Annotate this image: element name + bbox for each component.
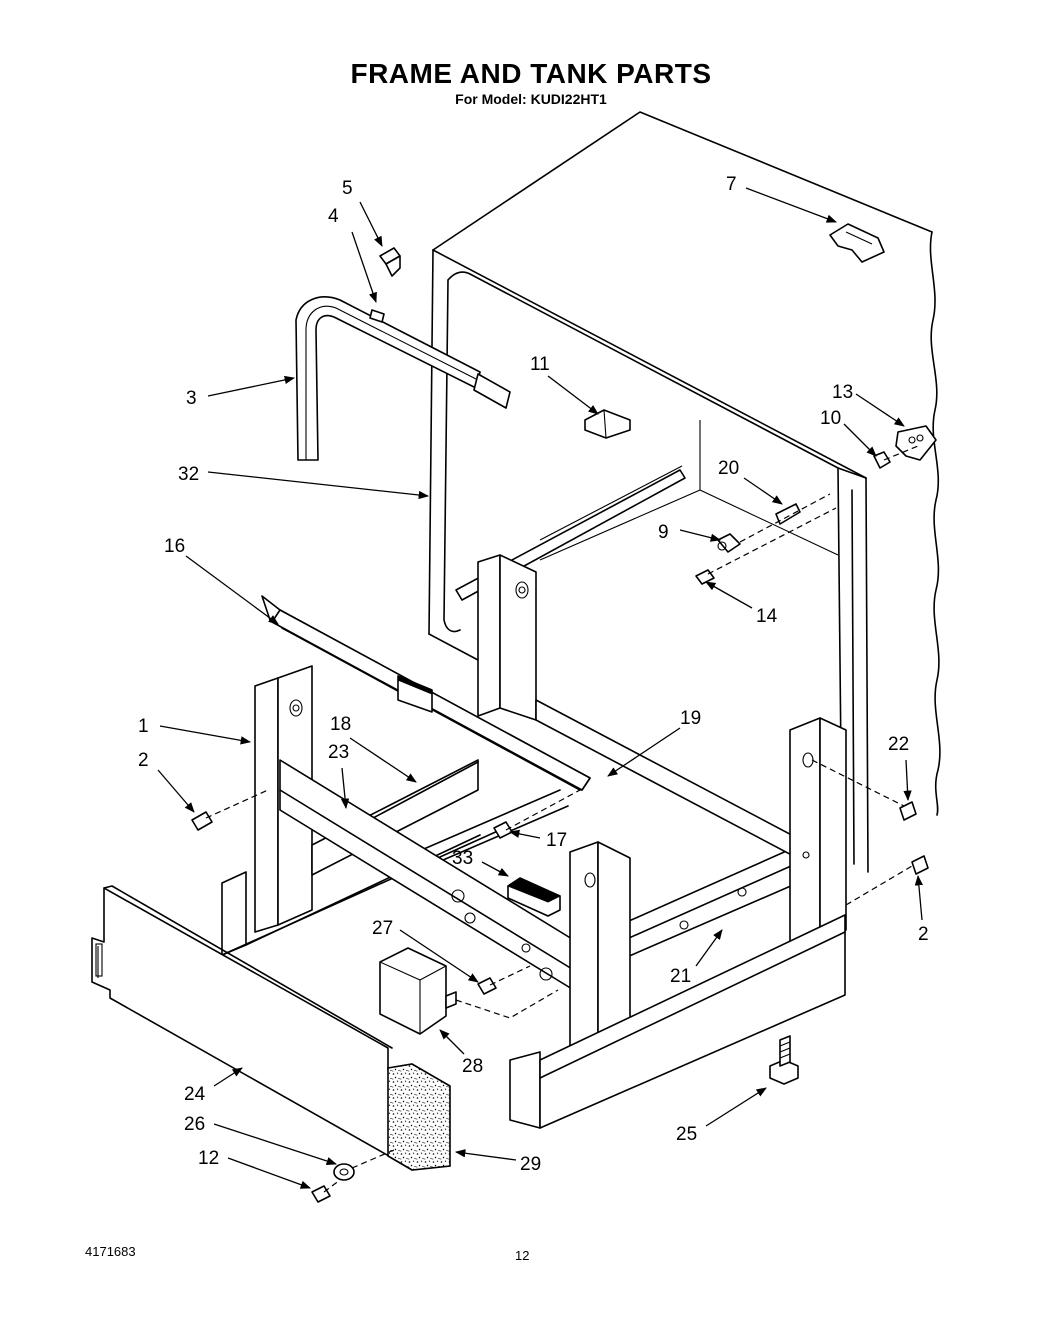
callout-19: 19 [680, 708, 701, 729]
callout-20: 20 [718, 458, 739, 479]
part-2-screw-right [911, 855, 929, 875]
tank-outline [428, 111, 941, 873]
callout-11: 11 [530, 354, 550, 375]
callout-5: 5 [342, 178, 353, 199]
part-13-bracket [895, 425, 937, 461]
model-subtitle: For Model: KUDI22HT1 [455, 91, 607, 107]
callout-18: 18 [330, 714, 351, 735]
callout-17: 17 [546, 830, 567, 851]
callout-3: 3 [186, 388, 197, 409]
callout-24: 24 [184, 1084, 206, 1105]
callout-33: 33 [452, 848, 473, 869]
part-10-nut [873, 451, 891, 469]
part-33-block [506, 877, 562, 917]
part-22-screw [899, 801, 917, 821]
page-title: FRAME AND TANK PARTS [350, 58, 712, 89]
callout-2-right: 2 [918, 924, 929, 945]
frame-rear-post [477, 554, 537, 721]
alignment-lines [205, 445, 919, 1193]
part-17-screw [493, 821, 513, 839]
part-26-washer [333, 1163, 355, 1181]
callout-22: 22 [888, 734, 909, 755]
callout-26: 26 [184, 1114, 205, 1135]
part-3-tubing [295, 296, 511, 461]
part-9-fastener [717, 533, 741, 553]
part-5-screw [379, 247, 401, 277]
part-27-screw [477, 977, 497, 995]
part-25-leveling-leg [769, 1035, 799, 1085]
callout-labels: 1 2 2 3 4 5 7 9 10 11 12 13 14 16 17 18 … [138, 174, 929, 1175]
callout-10: 10 [820, 408, 841, 429]
part-11-clip [584, 409, 631, 439]
callout-28: 28 [462, 1056, 483, 1077]
page-number: 12 [515, 1248, 530, 1263]
part-28-box [379, 947, 457, 1035]
callout-13: 13 [832, 382, 853, 403]
callout-1: 1 [138, 716, 149, 737]
callout-14: 14 [756, 606, 778, 627]
callout-leaders [157, 187, 923, 1189]
part-20-pin [775, 503, 801, 525]
callout-4: 4 [328, 206, 339, 227]
callout-21: 21 [670, 966, 691, 987]
part-2-screw-left [191, 811, 213, 831]
frame-base [221, 665, 847, 1129]
part-12-screw [311, 1185, 331, 1203]
part-7-bracket [829, 223, 885, 263]
callout-27: 27 [372, 918, 393, 939]
callout-7: 7 [726, 174, 737, 195]
callout-9: 9 [658, 522, 669, 543]
callout-12: 12 [198, 1148, 219, 1169]
callout-29: 29 [520, 1154, 541, 1175]
callout-25: 25 [676, 1124, 697, 1145]
callout-2-left: 2 [138, 750, 149, 771]
document-number: 4171683 [85, 1244, 136, 1259]
part-16-top-rail [261, 595, 591, 791]
callout-32: 32 [178, 464, 199, 485]
part-29-insulation [387, 1063, 451, 1171]
callout-16: 16 [164, 536, 185, 557]
part-24-toe-panel [91, 885, 411, 1169]
callout-23: 23 [328, 742, 349, 763]
